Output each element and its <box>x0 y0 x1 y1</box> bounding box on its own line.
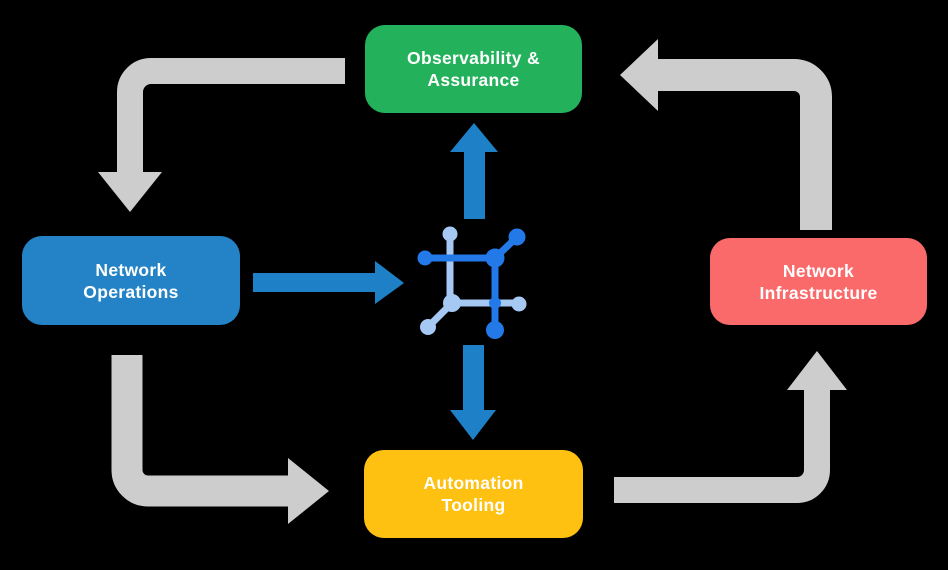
arrow-infrastructure-to-observability <box>620 39 832 230</box>
arrow-hub-to-automation <box>450 345 496 440</box>
arrow-observability-to-operations <box>98 58 345 212</box>
node-network-operations: Network Operations <box>22 236 240 325</box>
node-label-line: Infrastructure <box>759 282 878 303</box>
node-automation-tooling: Automation Tooling <box>364 450 583 538</box>
node-label-line: Observability & <box>407 48 540 68</box>
arrow-automation-to-infrastructure <box>614 351 847 503</box>
node-network-infrastructure: Network Infrastructure <box>710 238 927 325</box>
node-label-line: Network <box>95 259 167 280</box>
arrow-operations-to-automation <box>111 355 329 524</box>
hub-dark-branches <box>417 228 526 339</box>
arrow-hub-to-observability <box>450 123 498 219</box>
node-label-line: Automation <box>423 473 524 493</box>
node-observability-assurance: Observability & Assurance <box>365 25 582 113</box>
node-label-line: Tooling <box>441 495 506 515</box>
hub-light-branches <box>420 226 527 335</box>
network-hub-icon <box>417 226 527 339</box>
arrow-operations-to-hub <box>253 261 404 304</box>
node-label-line: Operations <box>83 281 179 302</box>
node-label-line: Assurance <box>427 70 520 90</box>
node-label-line: Network <box>782 260 855 281</box>
